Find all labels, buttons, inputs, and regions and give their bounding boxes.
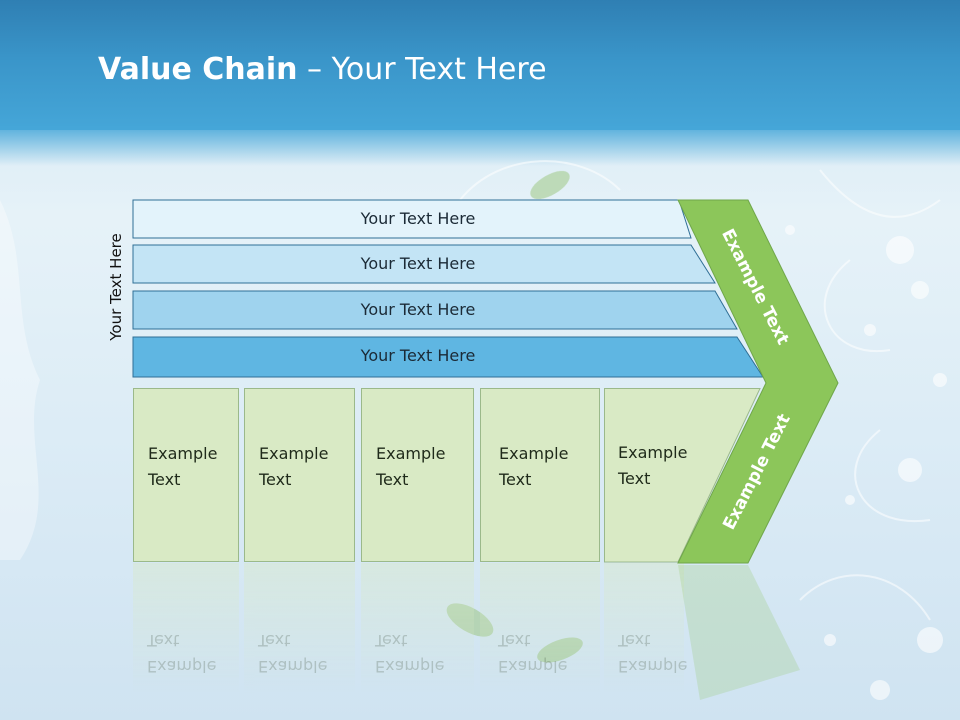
band-1-shape: [132, 199, 692, 239]
band-2-poly: [132, 244, 716, 284]
box-4-line2: Text: [499, 470, 532, 489]
box-4-line1: Example: [499, 444, 569, 463]
band-2-shape: [132, 244, 716, 284]
band-4-label: Your Text Here: [360, 346, 476, 365]
box-1-line1: Example: [148, 444, 218, 463]
title-bold: Value Chain: [98, 52, 298, 87]
band-3-label: Your Text Here: [360, 300, 476, 319]
box-3-line2: Text: [376, 470, 409, 489]
band-3-shape: [132, 290, 738, 330]
box-2-line1: Example: [259, 444, 329, 463]
band-1-label: Your Text Here: [360, 209, 476, 228]
band-3-poly: [132, 290, 738, 330]
title-rest: – Your Text Here: [297, 52, 547, 87]
box-2-line2: Text: [259, 470, 292, 489]
header-fade: [0, 126, 960, 166]
box-1-line2: Text: [148, 470, 181, 489]
chevron-shape: [677, 199, 839, 564]
band-2-label: Your Text Here: [360, 254, 476, 273]
header-bar: [0, 0, 960, 130]
band-1-poly: [132, 199, 692, 239]
box-3-line1: Example: [376, 444, 446, 463]
slide-title: Value Chain – Your Text Here: [98, 52, 547, 87]
box-5-line2: Text: [618, 469, 651, 488]
box-5-line1: Example: [618, 443, 688, 462]
chevron-reflection: [678, 565, 800, 700]
